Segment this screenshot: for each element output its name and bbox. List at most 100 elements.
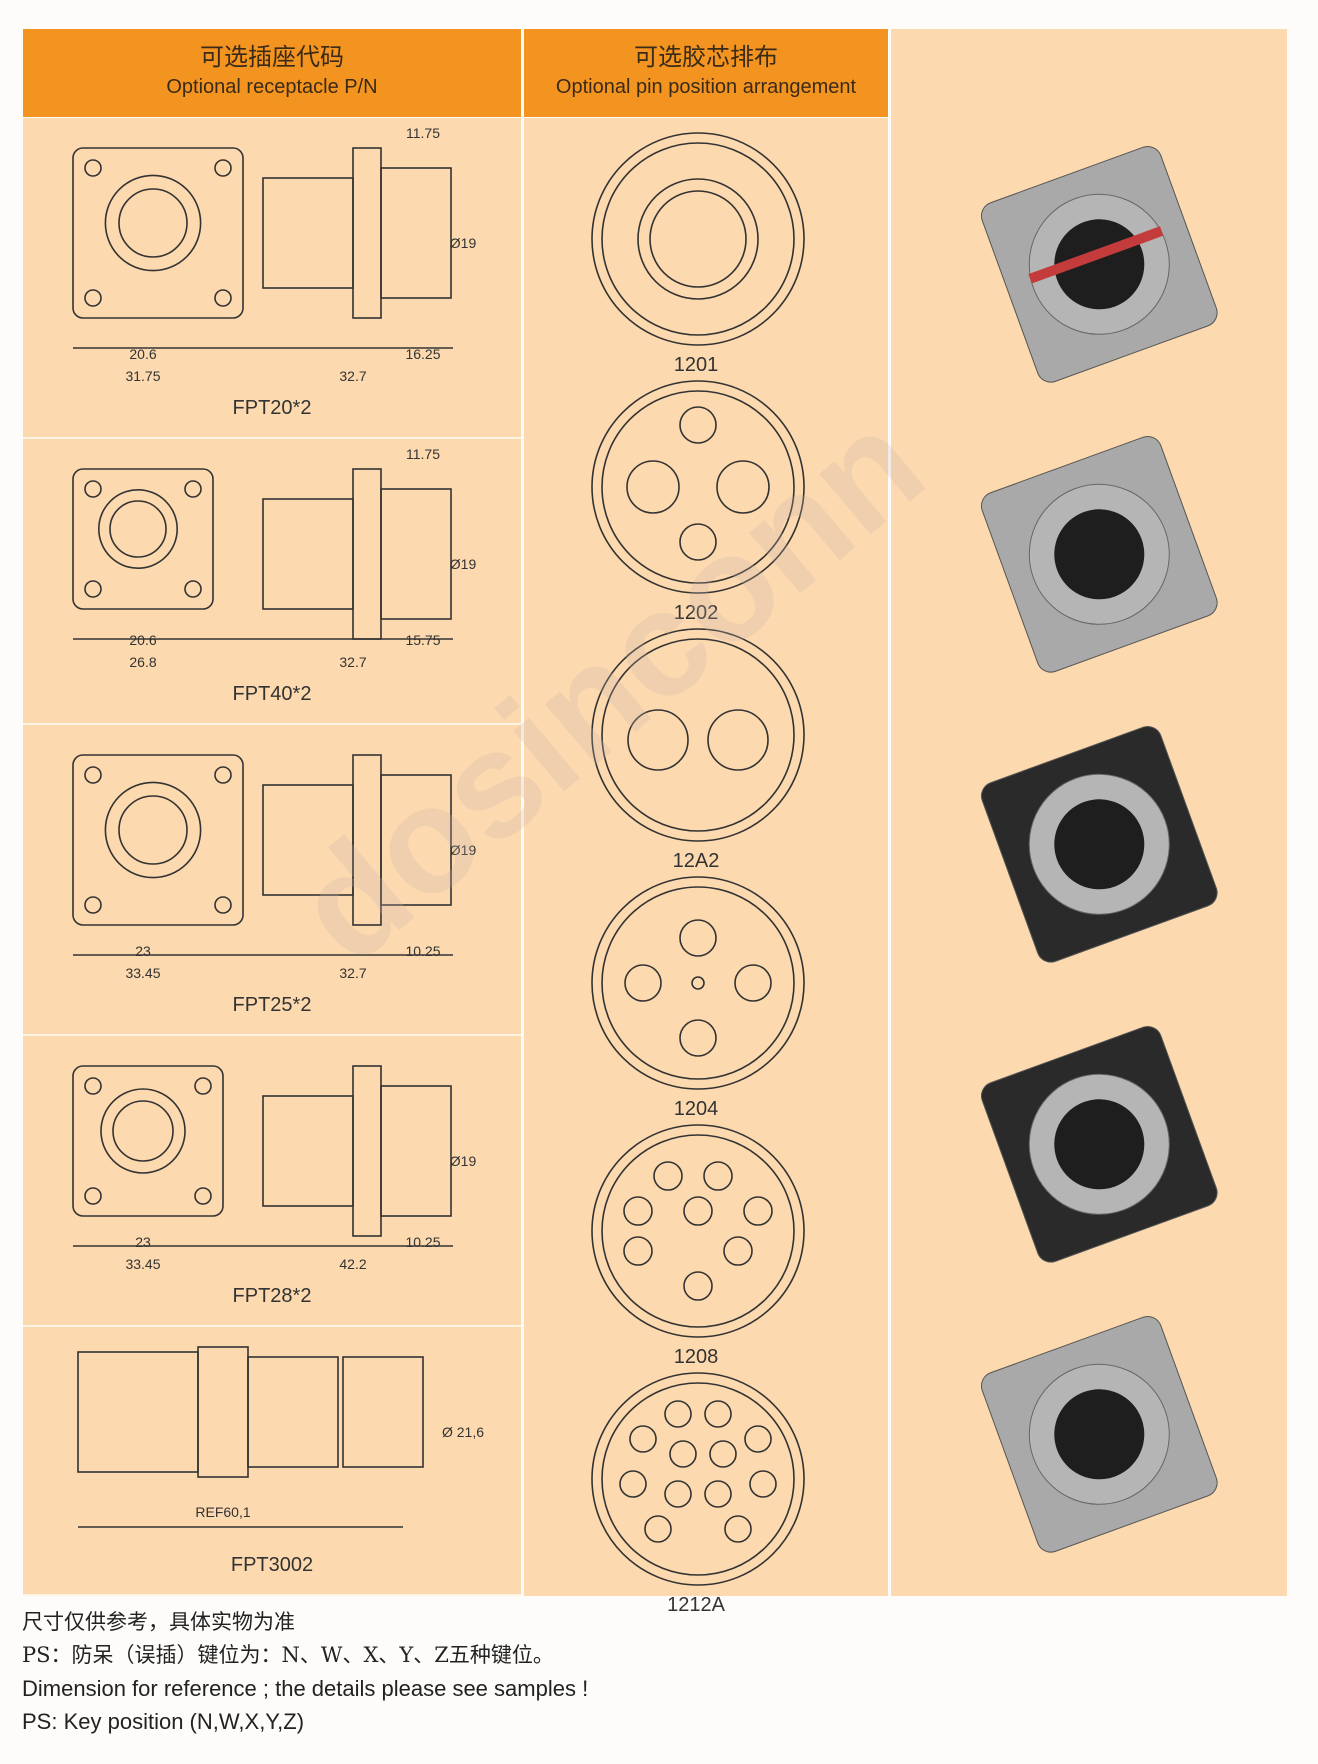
receptacle-drawing: 23 33.45 42.2 10.25 Ø19 bbox=[72, 1065, 477, 1272]
arrangement-code: 1204 bbox=[673, 1098, 719, 1120]
receptacle-pn: FPT40*2 bbox=[232, 683, 312, 705]
dimension-label: Ø19 bbox=[450, 842, 477, 858]
header-zh: 可选插座代码 bbox=[200, 44, 344, 71]
pin-layout-diagram bbox=[591, 1124, 805, 1338]
pin-layout-diagram bbox=[591, 876, 805, 1090]
pin-hole bbox=[743, 1196, 773, 1226]
arrangement-cell: 1208 bbox=[524, 1121, 888, 1369]
pin-hole bbox=[629, 1425, 657, 1453]
pin-layout-diagram bbox=[591, 1372, 805, 1586]
dimension-label: 33.45 bbox=[125, 965, 160, 981]
arrangement-code: 1208 bbox=[673, 1346, 719, 1368]
arrangement-code: 1212A bbox=[667, 1594, 725, 1616]
receptacle-pn: FPT3002 bbox=[230, 1554, 314, 1576]
connector-photo bbox=[980, 725, 1218, 963]
pin-hole bbox=[679, 523, 717, 561]
header-arrangement: 可选胶芯排布 Optional pin position arrangement bbox=[524, 29, 888, 117]
header-en: Optional pin position arrangement bbox=[555, 76, 857, 98]
pin-hole bbox=[679, 406, 717, 444]
arrangement-code: 12A2 bbox=[672, 850, 720, 872]
pin-hole bbox=[704, 1400, 732, 1428]
dimension-label: 26.8 bbox=[129, 654, 156, 670]
dimension-label: 11.75 bbox=[406, 446, 440, 462]
product-table: 可选插座代码 Optional receptacle P/N 可选胶芯排布 Op… bbox=[23, 29, 1287, 1616]
pin-hole bbox=[683, 1271, 713, 1301]
arrangement-cell: 1212A bbox=[524, 1369, 888, 1617]
arrangement-code: 1202 bbox=[673, 602, 719, 624]
connector-photo bbox=[980, 1025, 1218, 1263]
arrangement-code: 1201 bbox=[673, 354, 719, 376]
dimension-label: 32.7 bbox=[339, 368, 366, 384]
note-en-2: PS: Key position (N,W,X,Y,Z) bbox=[22, 1709, 305, 1734]
receptacle-pn: FPT20*2 bbox=[232, 397, 312, 419]
pin-hole bbox=[683, 1196, 713, 1226]
receptacle-drawing: REF60,1 Ø 21,6 bbox=[77, 1346, 484, 1528]
pin-hole bbox=[664, 1400, 692, 1428]
dimension-label: 10.25 bbox=[405, 1234, 440, 1250]
pin-hole bbox=[703, 1161, 733, 1191]
pin-hole bbox=[624, 964, 662, 1002]
pin-hole bbox=[716, 460, 770, 514]
pin-layout-diagram bbox=[591, 380, 805, 594]
pin-hole bbox=[679, 919, 717, 957]
pin-layout-diagram bbox=[591, 628, 805, 842]
pin-hole bbox=[749, 1470, 777, 1498]
receptacle-pn: FPT25*2 bbox=[232, 994, 312, 1016]
pin-hole bbox=[669, 1440, 697, 1468]
pin-hole bbox=[626, 460, 680, 514]
header-receptacle: 可选插座代码 Optional receptacle P/N bbox=[23, 29, 521, 117]
dimension-label: 42.2 bbox=[339, 1256, 366, 1272]
dimension-label: 20.6 bbox=[129, 346, 156, 362]
pin-hole bbox=[623, 1236, 653, 1266]
notes: 尺寸仅供参考，具体实物为准 PS：防呆（误插）键位为：N、W、X、Y、Z五种键位… bbox=[22, 1606, 588, 1738]
pin-hole bbox=[734, 964, 772, 1002]
dimension-label: 33.45 bbox=[125, 1256, 160, 1272]
pin-hole bbox=[704, 1480, 732, 1508]
connector-photo bbox=[980, 1315, 1218, 1553]
dimension-label: Ø19 bbox=[450, 556, 477, 572]
pin-hole bbox=[691, 976, 705, 990]
pin-hole bbox=[619, 1470, 647, 1498]
pin-hole bbox=[724, 1515, 752, 1543]
note-en-1: Dimension for reference ; the details pl… bbox=[22, 1676, 589, 1701]
arrangement-cell: 1202 bbox=[524, 377, 888, 625]
dimension-label: 32.7 bbox=[339, 654, 366, 670]
pin-hole bbox=[744, 1425, 772, 1453]
dimension-label: Ø19 bbox=[450, 1153, 477, 1169]
dimension-label: 15.75 bbox=[405, 632, 440, 648]
note-zh-1: 尺寸仅供参考，具体实物为准 bbox=[22, 1610, 295, 1634]
pin-layout-diagram bbox=[591, 132, 805, 346]
pin-hole bbox=[679, 1019, 717, 1057]
connector-photo bbox=[980, 435, 1218, 673]
dimension-label: REF60,1 bbox=[195, 1504, 250, 1520]
note-zh-2: PS：防呆（误插）键位为：N、W、X、Y、Z五种键位。 bbox=[22, 1643, 554, 1667]
arrangement-cell: 1201 bbox=[524, 129, 888, 377]
dimension-label: 11.75 bbox=[406, 125, 440, 141]
pin-hole bbox=[627, 709, 689, 771]
receptacle-pn: FPT28*2 bbox=[232, 1285, 312, 1307]
photo-column bbox=[891, 29, 1287, 1596]
arrangement-cell: 1204 bbox=[524, 873, 888, 1121]
pin-hole bbox=[723, 1236, 753, 1266]
dimension-label: 31.75 bbox=[125, 368, 160, 384]
pin-hole bbox=[653, 1161, 683, 1191]
dimension-label: 23 bbox=[135, 943, 151, 959]
dimension-label: 23 bbox=[135, 1234, 151, 1250]
connector-photo bbox=[980, 145, 1218, 383]
dimension-label: 20.6 bbox=[129, 632, 156, 648]
pin-hole bbox=[709, 1440, 737, 1468]
arrangement-column: 1201 1202 12A2 1204 1208 1212A bbox=[524, 118, 888, 1616]
pin-hole bbox=[644, 1515, 672, 1543]
dimension-label: Ø 21,6 bbox=[442, 1424, 484, 1440]
header-zh: 可选胶芯排布 bbox=[634, 44, 778, 71]
arrangement-cell: 12A2 bbox=[524, 625, 888, 873]
